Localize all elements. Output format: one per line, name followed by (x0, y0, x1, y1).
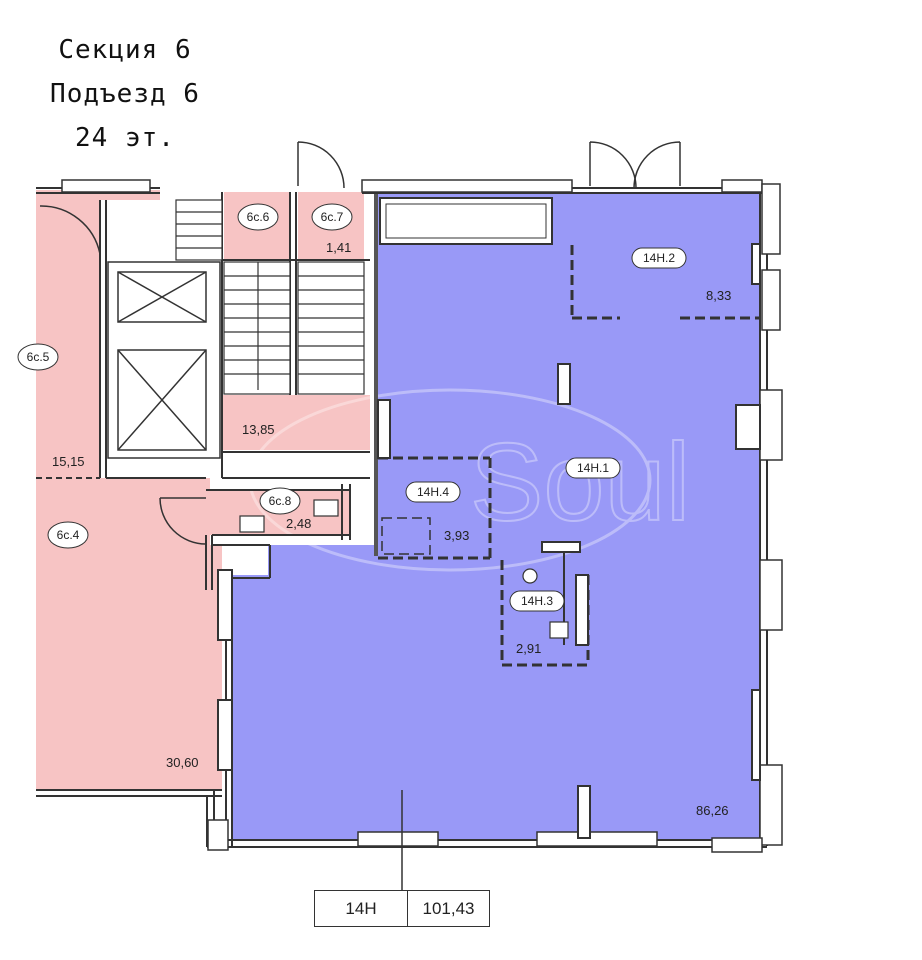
area-6c7: 1,41 (326, 240, 351, 255)
svg-text:14Н.1: 14Н.1 (577, 461, 609, 475)
area-14h3: 2,91 (516, 641, 541, 656)
tag-6c5: 6с.5 (17, 343, 59, 371)
floor-label: 24 эт. (75, 123, 175, 153)
common-areas (36, 190, 370, 790)
svg-text:14Н.3: 14Н.3 (521, 594, 553, 608)
section-label: Секция 6 (58, 35, 192, 65)
area-6c8: 2,48 (286, 516, 311, 531)
tag-6c6: 6с.6 (237, 203, 279, 231)
area-6c4: 30,60 (166, 755, 199, 770)
unit-summary-box: 14Н 101,43 (314, 890, 490, 927)
tag-14h3: 14Н.3 (509, 590, 565, 612)
room-tags: 14Н.2 14Н.1 14Н.4 14Н.3 6с.6 6с.7 6с.8 6… (17, 203, 687, 612)
sink-icon (549, 621, 569, 639)
door-entry-left (297, 141, 345, 189)
svg-text:14Н.2: 14Н.2 (643, 251, 675, 265)
partitions (217, 197, 761, 839)
watermark-text: Soul (470, 421, 690, 544)
svg-text:6с.8: 6с.8 (269, 494, 292, 508)
area-corridor: 15,15 (52, 454, 85, 469)
area-14h2: 8,33 (706, 288, 731, 303)
windows (61, 179, 783, 853)
area-6c4-fill (36, 190, 222, 790)
tag-14h1: 14Н.1 (565, 457, 621, 479)
unit-name: 14Н (315, 891, 408, 926)
area-14h1: 86,26 (696, 803, 729, 818)
unit-14h-fill (232, 193, 760, 840)
svg-text:6с.4: 6с.4 (57, 528, 80, 542)
entrance-label: Подъезд 6 (50, 79, 200, 109)
sink-6c8-icon (313, 499, 339, 517)
door-6c8 (159, 497, 207, 545)
svg-text:14Н.4: 14Н.4 (417, 485, 449, 499)
door-entry-right (589, 141, 637, 189)
fixtures (239, 499, 569, 639)
area-14h4: 3,93 (444, 528, 469, 543)
tag-6c8: 6с.8 (259, 487, 301, 515)
area-labels: 8,33 86,26 3,93 2,91 1,41 13,85 15,15 2,… (52, 240, 731, 818)
tag-14h4: 14Н.4 (405, 481, 461, 503)
svg-text:6с.6: 6с.6 (247, 210, 270, 224)
area-landing-fill (222, 395, 370, 450)
lift-shafts (107, 261, 221, 459)
door-entry-right2 (633, 141, 681, 189)
tag-6c7: 6с.7 (311, 203, 353, 231)
plan-header: Секция 6 Подъезд 6 24 эт. (0, 28, 250, 160)
svg-text:6с.5: 6с.5 (27, 350, 50, 364)
toilet-6c8-icon (239, 515, 265, 533)
tag-6c4: 6с.4 (47, 521, 89, 549)
unit-total-area: 101,43 (422, 898, 475, 918)
tag-14h2: 14Н.2 (631, 247, 687, 269)
area-landing: 13,85 (242, 422, 275, 437)
toilet-icon (522, 568, 538, 584)
doors (39, 141, 681, 545)
staircase (175, 199, 365, 395)
svg-text:6с.7: 6с.7 (321, 210, 344, 224)
door-6c5 (39, 205, 101, 255)
watermark: Soul (248, 388, 691, 572)
